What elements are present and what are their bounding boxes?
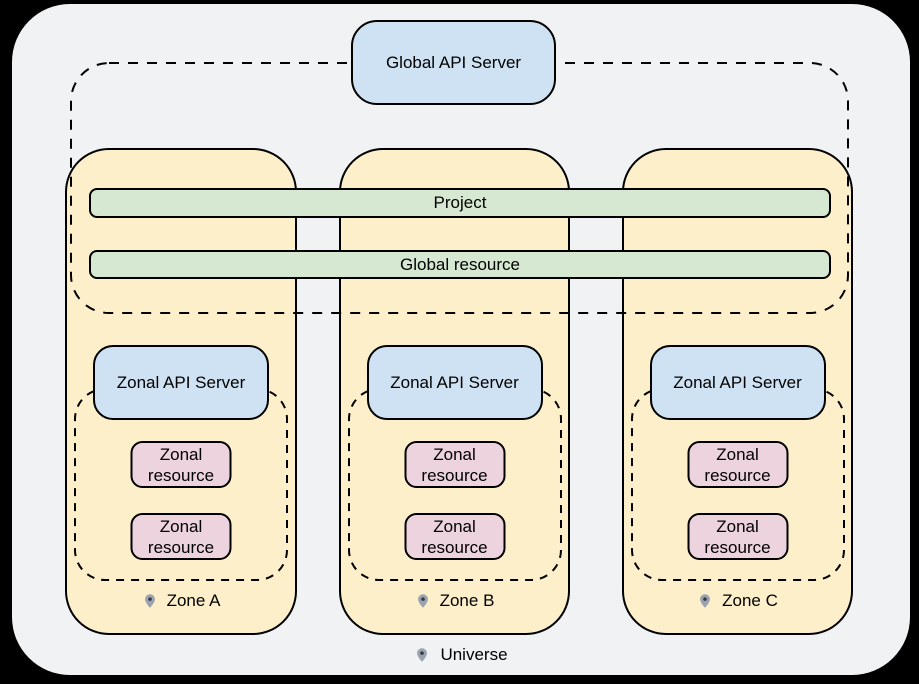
- location-pin-icon: [417, 648, 428, 662]
- global-api-server-label: Global API Server: [385, 52, 522, 72]
- location-pin-icon: [144, 594, 155, 608]
- location-pin-icon: [417, 594, 428, 608]
- zonal-api-server-label: Zonal API Server: [116, 372, 246, 392]
- zone-b-container: Zonal API Server Zonal resource Zonal re…: [339, 148, 570, 635]
- global-resource-bar: Global resource: [89, 250, 831, 279]
- location-pin-icon: [700, 594, 711, 608]
- project-bar-label: Project: [433, 193, 487, 212]
- zone-a-zonal-resource-1: Zonal resource: [130, 441, 232, 488]
- zonal-resource-label: Zonal resource: [147, 444, 215, 485]
- zone-label-text: Zone C: [722, 591, 778, 610]
- global-resource-bar-label: Global resource: [399, 254, 520, 274]
- zone-b-zonal-resource-2: Zonal resource: [404, 513, 505, 560]
- zone-c-container: Zonal API Server Zonal resource Zonal re…: [622, 148, 853, 635]
- zone-label-text: Zone A: [166, 591, 221, 610]
- zone-c-zonal-resource-1: Zonal resource: [687, 441, 788, 488]
- zone-a-label: Zone A: [67, 590, 295, 612]
- zonal-resource-label: Zonal resource: [704, 516, 771, 557]
- zonal-resource-label: Zonal resource: [421, 516, 488, 557]
- universe-label: Universe: [12, 644, 910, 666]
- zone-b-zonal-resource-1: Zonal resource: [404, 441, 505, 488]
- global-api-server: Global API Server: [351, 20, 556, 105]
- zone-b-label: Zone B: [341, 590, 568, 612]
- zone-a-container: Zonal API Server Zonal resource Zonal re…: [65, 148, 297, 635]
- zonal-resource-label: Zonal resource: [704, 444, 771, 485]
- zone-c-zonal-api-server: Zonal API Server: [649, 345, 826, 420]
- zone-c-label: Zone C: [624, 590, 851, 612]
- zone-a-zonal-resource-2: Zonal resource: [130, 513, 232, 560]
- zonal-resource-label: Zonal resource: [147, 516, 215, 557]
- zone-c-zonal-resource-2: Zonal resource: [687, 513, 788, 560]
- zone-label-text: Zone B: [439, 591, 495, 610]
- universe-label-text: Universe: [440, 645, 508, 664]
- zone-a-zonal-api-server: Zonal API Server: [93, 345, 269, 420]
- zonal-api-server-label: Zonal API Server: [673, 372, 802, 392]
- zone-b-zonal-api-server: Zonal API Server: [366, 345, 543, 420]
- zonal-api-server-label: Zonal API Server: [390, 372, 519, 392]
- project-bar: Project: [89, 188, 831, 218]
- zonal-resource-label: Zonal resource: [421, 444, 488, 485]
- universe-container: Zonal API Server Zonal resource Zonal re…: [12, 4, 910, 675]
